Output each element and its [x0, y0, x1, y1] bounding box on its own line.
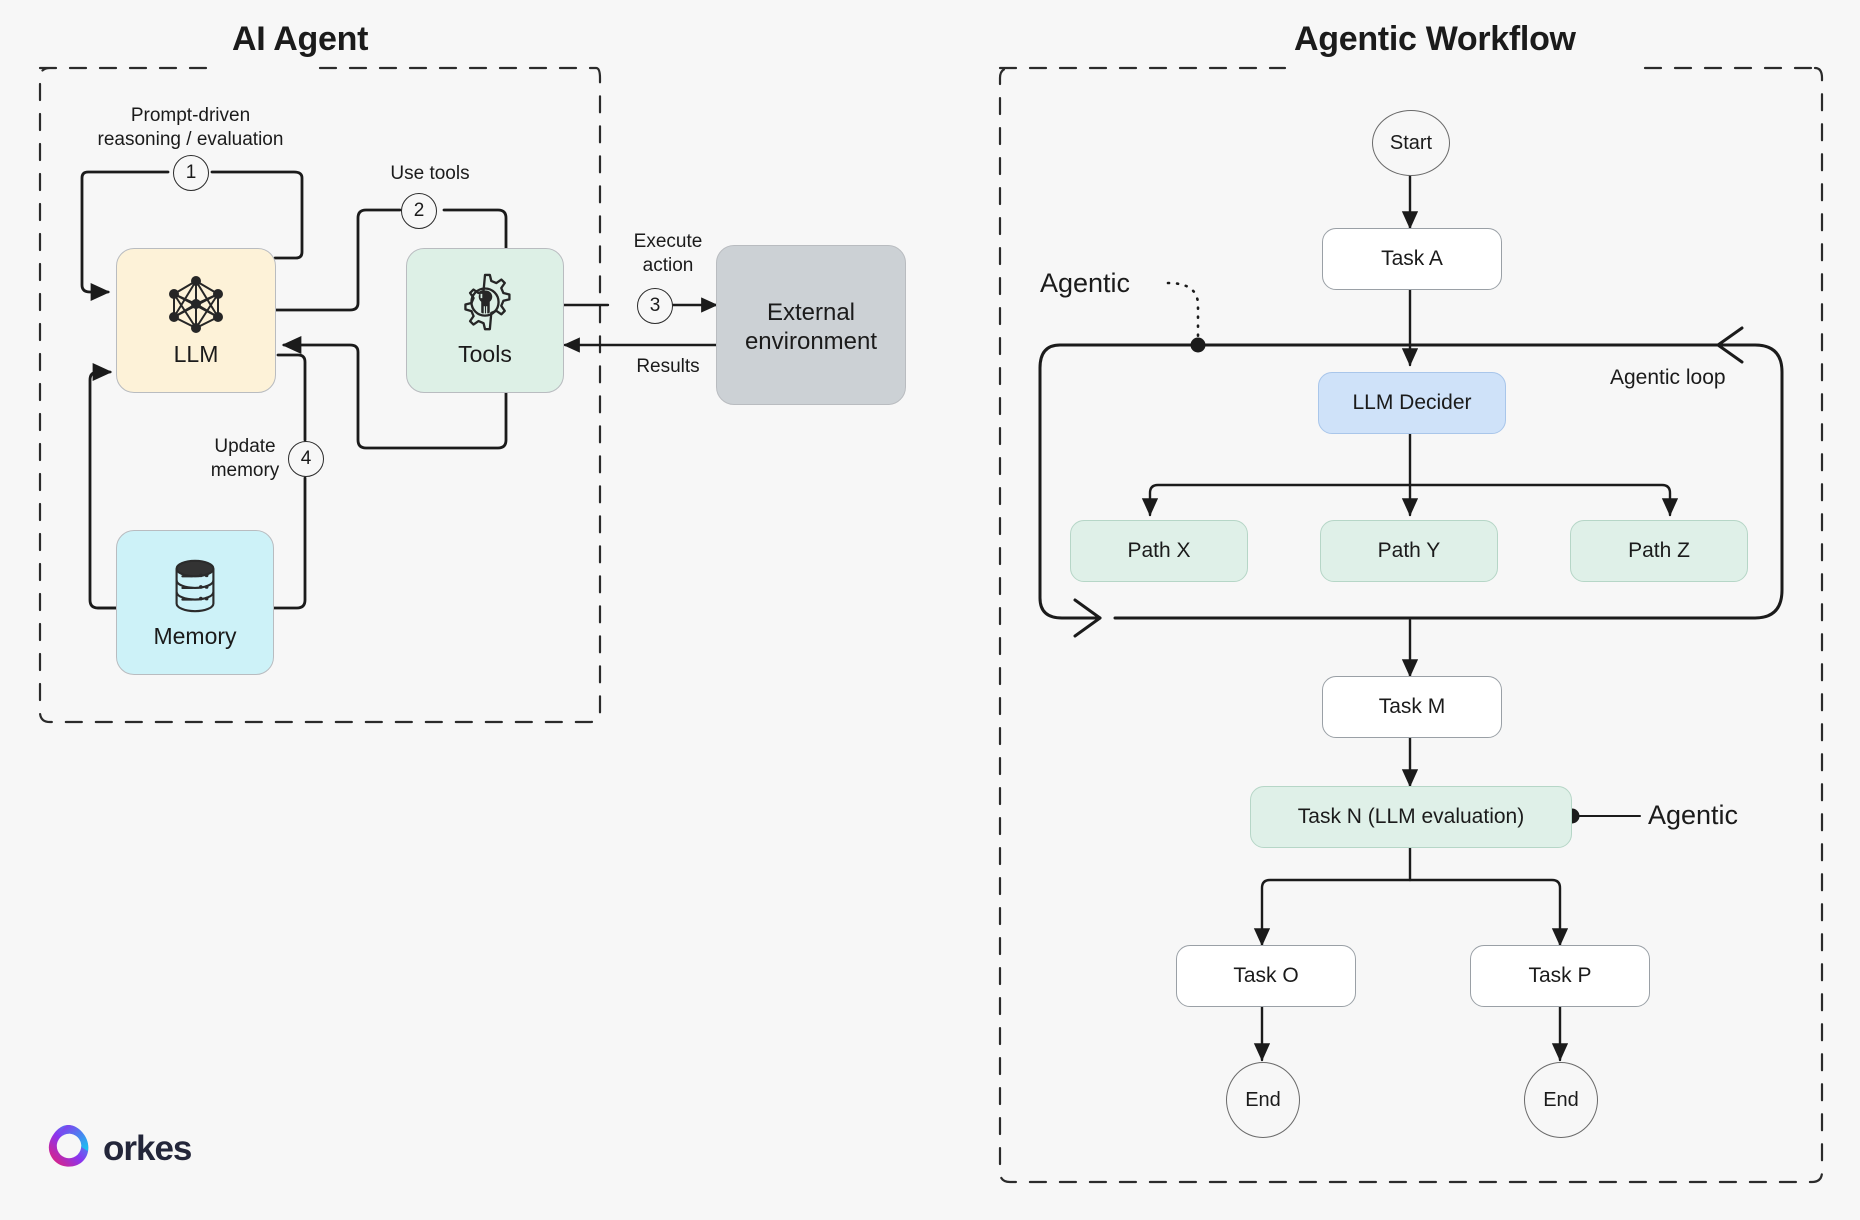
node-task-n[interactable]: Task N (LLM evaluation) — [1250, 786, 1572, 848]
node-task-p-label: Task P — [1528, 964, 1592, 988]
node-end-right[interactable]: End — [1524, 1062, 1598, 1138]
node-task-o-label: Task O — [1233, 964, 1299, 988]
node-task-m-label: Task M — [1378, 695, 1446, 719]
annotation-prompt-driven: Prompt-driven reasoning / evaluation — [97, 105, 284, 150]
step-badge-4: 4 — [288, 441, 324, 477]
node-end-left-label: End — [1245, 1088, 1281, 1111]
card-external-environment[interactable]: External environment — [716, 245, 906, 405]
node-path-z-label: Path Z — [1628, 539, 1690, 563]
orkes-logo: orkes — [44, 1122, 192, 1175]
card-external-environment-label: External environment — [744, 299, 878, 355]
node-llm-decider[interactable]: LLM Decider — [1318, 372, 1506, 434]
node-end-right-label: End — [1543, 1088, 1579, 1111]
node-start-label: Start — [1389, 131, 1433, 154]
database-icon — [164, 555, 226, 617]
node-task-a[interactable]: Task A — [1322, 228, 1502, 290]
annotation-update-memory: Update memory — [210, 436, 280, 481]
card-memory-label: Memory — [153, 622, 237, 649]
node-end-left[interactable]: End — [1226, 1062, 1300, 1138]
neural-network-icon — [162, 273, 230, 335]
card-tools-label: Tools — [458, 340, 512, 367]
gear-wrench-icon — [454, 273, 516, 335]
annotation-agentic-loop-marker: Agentic — [1040, 268, 1131, 298]
card-memory[interactable]: Memory — [116, 530, 274, 675]
annotation-results: Results — [636, 356, 700, 377]
orkes-mark-icon — [44, 1122, 92, 1175]
orkes-wordmark: orkes — [103, 1128, 192, 1168]
annotation-use-tools: Use tools — [390, 163, 470, 184]
node-task-o[interactable]: Task O — [1176, 945, 1356, 1007]
node-task-p[interactable]: Task P — [1470, 945, 1650, 1007]
node-llm-decider-label: LLM Decider — [1352, 391, 1472, 415]
annotation-execute-action: Execute action — [633, 231, 703, 276]
card-llm-label: LLM — [173, 340, 219, 367]
node-path-x-label: Path X — [1127, 539, 1191, 563]
panel-title-agentic-workflow: Agentic Workflow — [1294, 20, 1576, 58]
panel-title-ai-agent: AI Agent — [232, 20, 369, 58]
node-task-a-label: Task A — [1381, 247, 1443, 271]
card-tools[interactable]: Tools — [406, 248, 564, 393]
node-path-y[interactable]: Path Y — [1320, 520, 1498, 582]
node-path-x[interactable]: Path X — [1070, 520, 1248, 582]
step-badge-1: 1 — [173, 155, 209, 191]
annotation-agentic-eval-marker: Agentic — [1648, 800, 1739, 830]
agentic-loop-dot — [1190, 337, 1206, 353]
node-path-y-label: Path Y — [1377, 539, 1441, 563]
node-start[interactable]: Start — [1372, 110, 1450, 176]
step-badge-3: 3 — [637, 288, 673, 324]
step-badge-2: 2 — [401, 193, 437, 229]
card-llm[interactable]: LLM — [116, 248, 276, 393]
node-task-m[interactable]: Task M — [1322, 676, 1502, 738]
node-path-z[interactable]: Path Z — [1570, 520, 1748, 582]
node-task-n-label: Task N (LLM evaluation) — [1297, 805, 1525, 829]
annotation-agentic-loop: Agentic loop — [1610, 366, 1726, 389]
